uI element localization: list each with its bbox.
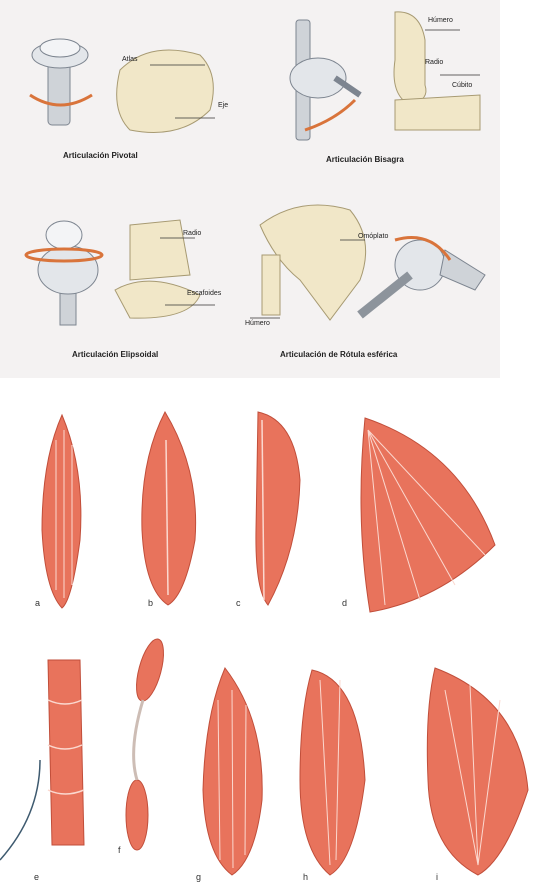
muscle-letter-h: h (303, 872, 308, 882)
muscle-letter-c: c (236, 598, 241, 608)
label-escafoides: Escafoides (187, 290, 221, 297)
muscle-fusiform-a (42, 415, 81, 608)
muscle-letter-i: i (436, 872, 438, 882)
muscle-segmented-e (48, 660, 84, 845)
label-humero-shoulder: Húmero (245, 320, 270, 327)
muscle-letter-f: f (118, 845, 121, 855)
caption-ellipsoid: Articulación Elipsoidal (72, 350, 158, 359)
muscle-triangular-d (361, 418, 495, 612)
label-atlas: Atlas (122, 56, 138, 63)
muscle-unipennate-c (256, 412, 300, 605)
label-cubito: Cúbito (452, 82, 472, 89)
label-humero-top: Húmero (428, 17, 453, 24)
caption-pivot: Articulación Pivotal (63, 151, 138, 160)
muscle-letter-e: e (34, 872, 39, 882)
muscle-bipennate-b (142, 412, 196, 605)
label-radio-wrist: Radio (183, 230, 201, 237)
muscle-letter-d: d (342, 598, 347, 608)
hinge-joint-model (290, 20, 360, 140)
caption-hinge: Articulación Bisagra (326, 155, 404, 164)
muscle-multipennate-h (300, 670, 365, 875)
muscle-letter-b: b (148, 598, 153, 608)
label-radio-top: Radio (425, 59, 443, 66)
muscle-fusiform-g (203, 668, 262, 875)
ball-joint-model (360, 238, 485, 316)
elbow-bones (394, 12, 480, 130)
pivot-joint-model (30, 39, 92, 125)
label-omoplato: Omóplato (358, 233, 388, 240)
muscle-multipennate-i (427, 668, 528, 875)
muscle-letter-g: g (196, 872, 201, 882)
muscle-letter-a: a (35, 598, 40, 608)
ellipsoid-joint-model (26, 221, 102, 325)
shoulder-bones (250, 205, 366, 320)
decorative-curve (0, 760, 40, 860)
muscle-digastric-f (126, 636, 169, 850)
caption-ball: Articulación de Rótula esférica (280, 350, 397, 359)
label-eje: Eje (218, 102, 228, 109)
